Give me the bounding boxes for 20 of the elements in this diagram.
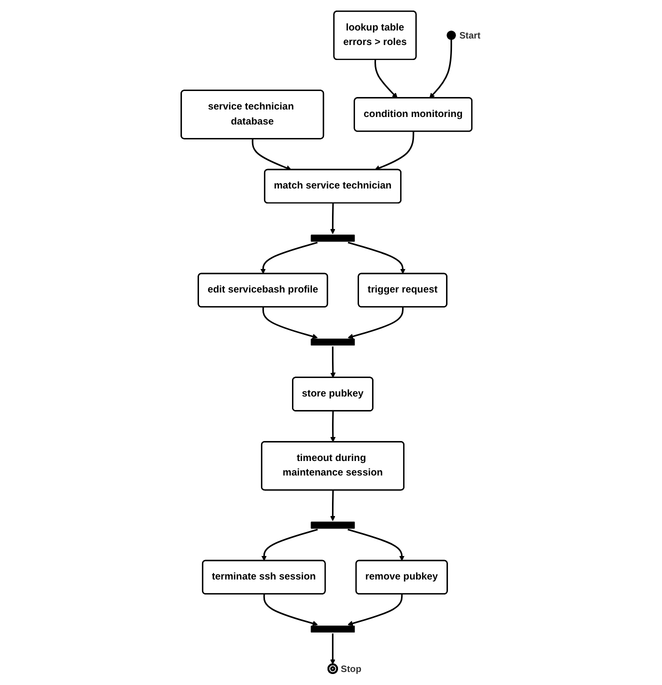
arrow bbox=[348, 528, 405, 562]
arrow bbox=[252, 138, 292, 171]
node-caption: Start bbox=[460, 30, 481, 40]
arrow bbox=[330, 203, 336, 234]
arrow bbox=[348, 242, 406, 274]
arrow bbox=[330, 633, 336, 665]
arrow bbox=[262, 528, 318, 562]
arrow bbox=[348, 307, 404, 340]
arrow bbox=[330, 411, 336, 442]
arrow bbox=[262, 307, 318, 340]
node-circle bbox=[446, 30, 456, 40]
arrow bbox=[429, 40, 452, 98]
arrow bbox=[260, 242, 318, 274]
arrow bbox=[264, 594, 318, 626]
arrow bbox=[374, 131, 414, 170]
node-caption: Stop bbox=[340, 664, 362, 674]
arrow bbox=[330, 490, 336, 522]
arrow bbox=[374, 60, 398, 98]
arrow bbox=[348, 594, 403, 626]
arrow bbox=[330, 346, 336, 378]
